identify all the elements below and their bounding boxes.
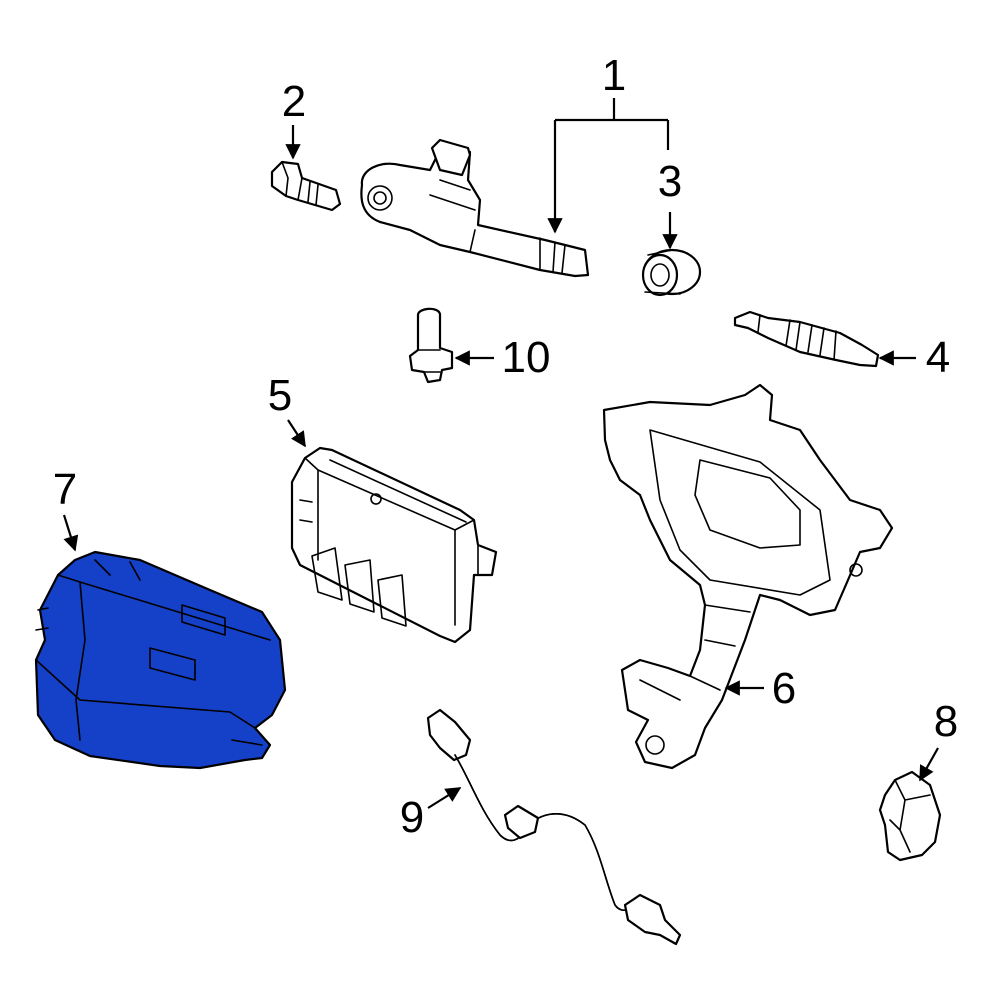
callout-5: 5 — [268, 371, 292, 420]
part-9-wire-harness[interactable] — [426, 708, 682, 946]
part-6-bracket[interactable] — [602, 383, 894, 770]
callout-6: 6 — [772, 664, 796, 713]
part-8-sensor[interactable] — [878, 770, 942, 862]
part-7-module[interactable] — [34, 550, 287, 770]
part-10-bolt[interactable] — [408, 307, 454, 384]
callout-4: 4 — [926, 333, 950, 382]
part-4-spark-plug[interactable] — [733, 310, 880, 368]
callout-1: 1 — [602, 51, 626, 100]
callout-3: 3 — [658, 157, 682, 206]
callout-8: 8 — [934, 697, 958, 746]
part-5-ecm[interactable] — [290, 446, 498, 644]
part-3-seal[interactable] — [641, 248, 702, 297]
callout-9: 9 — [400, 793, 424, 842]
callout-2: 2 — [282, 77, 306, 126]
leader-lines — [62, 98, 939, 809]
part-2-bolt[interactable] — [270, 160, 342, 212]
callout-labels: 1 2 3 4 10 5 6 7 8 9 — [53, 51, 958, 842]
callout-10: 10 — [502, 333, 551, 382]
callout-7: 7 — [53, 465, 77, 514]
part-1-ignition-coil[interactable] — [360, 138, 590, 278]
